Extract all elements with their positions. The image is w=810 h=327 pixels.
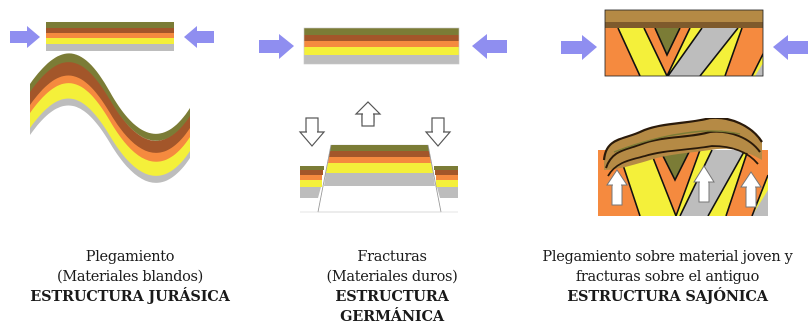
- caption-sajonica: Plegamiento sobre material joven y fract…: [525, 247, 810, 307]
- folded-cover-over-faulted-basement: [598, 118, 768, 216]
- caption-title: ESTRUCTURA JURÁSICA: [30, 288, 230, 305]
- flat-strata-block: [303, 27, 460, 65]
- caption-jurasica: Plegamiento (Materiales blandos) ESTRUCT…: [30, 247, 230, 307]
- caption-line-2: (Materiales duros): [326, 269, 458, 285]
- compression-arrow-right: [184, 26, 214, 48]
- layered-basement-block: [604, 9, 764, 77]
- uplift-arrow-right: [740, 171, 762, 208]
- compression-arrow-right: [773, 35, 808, 60]
- subsidence-arrow-down-right: [424, 117, 452, 147]
- caption-title: ESTRUCTURA GERMÁNICA: [335, 288, 449, 325]
- uplift-arrow-left: [606, 169, 628, 206]
- uplift-arrow-up: [354, 101, 382, 127]
- caption-germanica: Fracturas (Materiales duros) ESTRUCTURA …: [282, 247, 502, 327]
- subsidence-arrow-down-left: [298, 117, 326, 147]
- germanica-diagram: [259, 27, 507, 213]
- caption-line-1: Fracturas: [357, 249, 427, 265]
- sajonica-diagram: [561, 9, 808, 216]
- compression-arrow-right: [472, 34, 507, 59]
- caption-line-1: Plegamiento: [85, 249, 175, 265]
- caption-title: ESTRUCTURA SAJÓNICA: [567, 288, 768, 305]
- uplift-arrow-center: [693, 165, 715, 203]
- caption-line-1: Plegamiento sobre material joven y: [542, 249, 793, 265]
- compression-arrow-left: [259, 34, 294, 59]
- faulted-block: [300, 144, 458, 213]
- folded-strata: [30, 53, 190, 183]
- compression-arrow-left: [561, 35, 597, 60]
- jurasica-diagram: [10, 22, 214, 183]
- compression-arrow-left: [10, 26, 40, 48]
- caption-line-2: fracturas sobre el antiguo: [575, 269, 760, 285]
- flat-strata-block: [46, 22, 174, 51]
- caption-line-2: (Materiales blandos): [56, 269, 204, 285]
